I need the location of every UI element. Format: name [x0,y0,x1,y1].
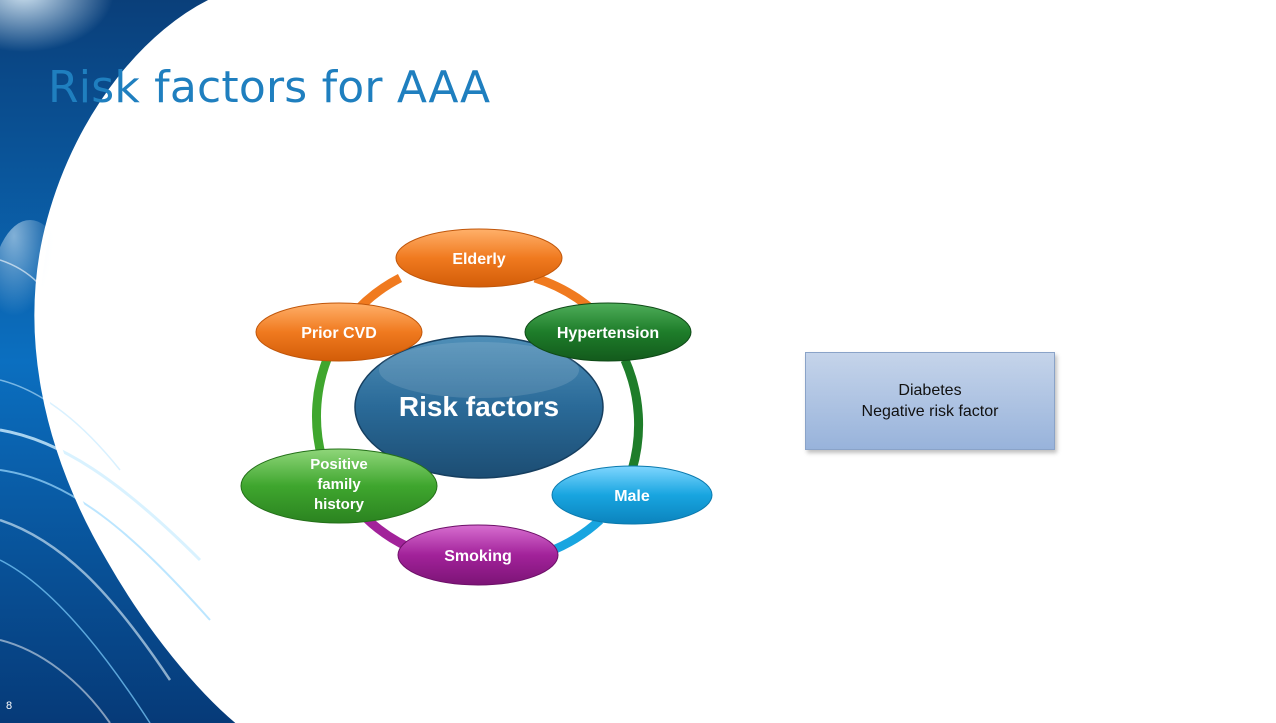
slide-title: Risk factors for AAA [48,62,491,113]
node-smoking: Smoking [397,524,559,586]
node-family-history: Positive family history [240,448,438,524]
node-elderly: Elderly [395,228,563,288]
node-label-male: Male [614,488,650,505]
center-label: Risk factors [399,391,559,422]
node-label-history-line3: history [314,496,365,513]
node-label-prior-cvd: Prior CVD [301,325,377,342]
slide-number: 8 [6,700,13,712]
ring-arc-history-prior [312,350,335,460]
center-node: Risk factors [354,335,604,479]
background-decoration [0,0,242,723]
node-hypertension: Hypertension [524,302,692,362]
node-label-smoking: Smoking [444,548,512,565]
ring-arc-hypertension-male [620,358,644,472]
callout-line-2: Negative risk factor [861,403,999,420]
callout-line-1: Diabetes [898,382,962,399]
node-label-history-line2: family [317,476,361,493]
node-label-hypertension: Hypertension [557,325,659,342]
diabetes-callout-box: Diabetes Negative risk factor [805,352,1055,450]
node-label-elderly: Elderly [452,251,505,268]
node-prior-cvd: Prior CVD [255,302,423,362]
node-male: Male [551,465,713,525]
node-label-history-line1: Positive [310,456,368,473]
